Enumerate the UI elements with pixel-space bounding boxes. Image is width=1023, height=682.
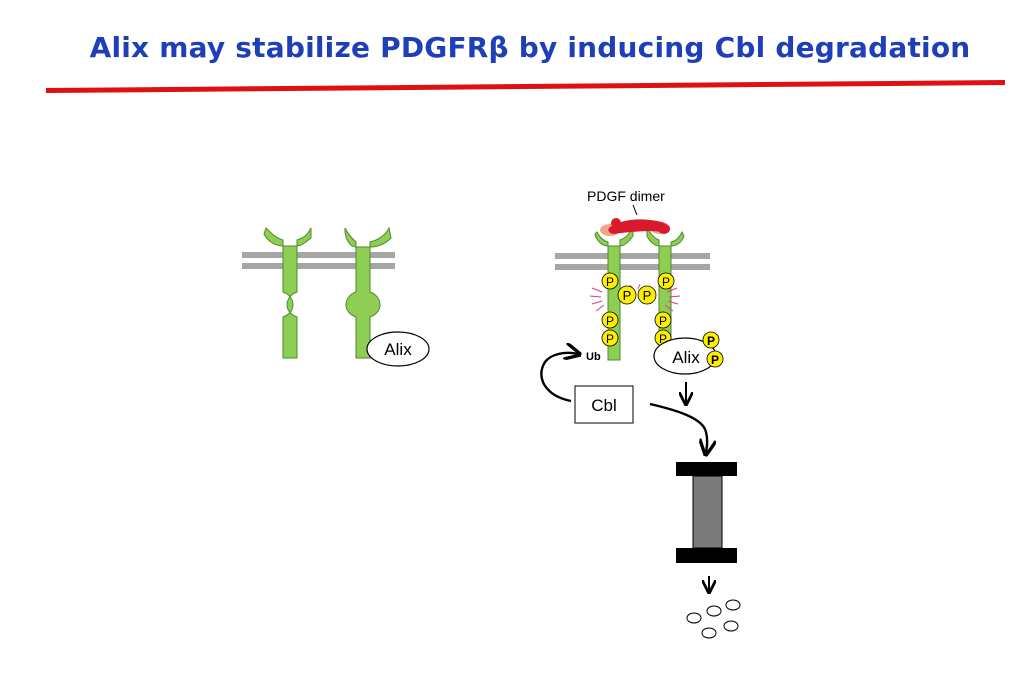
activated-membrane (555, 253, 710, 270)
svg-text:P: P (606, 314, 614, 328)
svg-text:P: P (711, 353, 719, 367)
phospho-right-1: P (657, 272, 675, 290)
phospho-left-1: P (601, 272, 619, 290)
svg-text:P: P (662, 275, 670, 289)
pdgf-dimer-pointer (632, 204, 638, 216)
activated-receptor-right (646, 225, 685, 361)
ubiquitin-label: Ub (586, 351, 601, 363)
peptide-fragments (686, 599, 741, 639)
svg-text:P: P (643, 288, 652, 303)
alix-phospho-1: P (702, 331, 720, 349)
cbl-box (574, 385, 634, 424)
cbl-to-proteasome-arrow (649, 402, 707, 453)
pdgf-dimer-label: PDGF dimer (587, 188, 665, 204)
proteasome (676, 462, 737, 563)
slide-title: Alix may stabilize PDGFRβ by inducing Cb… (89, 31, 971, 64)
phospho-left-2: P (601, 311, 619, 329)
phospho-center-left: P (617, 285, 637, 305)
resting-alix-label: Alix (384, 340, 412, 359)
activated-panel: PDGF dimer (540, 188, 741, 639)
resting-membrane (242, 252, 395, 269)
activated-alix-label: Alix (672, 348, 700, 367)
resting-panel: Alix (242, 226, 430, 367)
resting-receptor-left (263, 227, 312, 359)
resting-alix (366, 331, 430, 367)
pdgf-dimer (600, 218, 670, 236)
cbl-ubiquitination-arrow (540, 353, 578, 403)
alix-phospho-2: P (706, 350, 724, 368)
svg-text:P: P (606, 332, 614, 346)
svg-text:P: P (623, 288, 632, 303)
svg-text:P: P (659, 332, 667, 346)
svg-text:P: P (606, 275, 614, 289)
svg-text:P: P (659, 314, 667, 328)
phospho-right-2: P (654, 311, 672, 329)
resting-receptor-right (344, 226, 392, 359)
svg-text:P: P (707, 334, 715, 348)
title-underline (46, 80, 1005, 93)
cbl-label: Cbl (591, 396, 617, 415)
phospho-left-3: P (601, 329, 619, 347)
phospho-center-right: P (637, 285, 657, 305)
